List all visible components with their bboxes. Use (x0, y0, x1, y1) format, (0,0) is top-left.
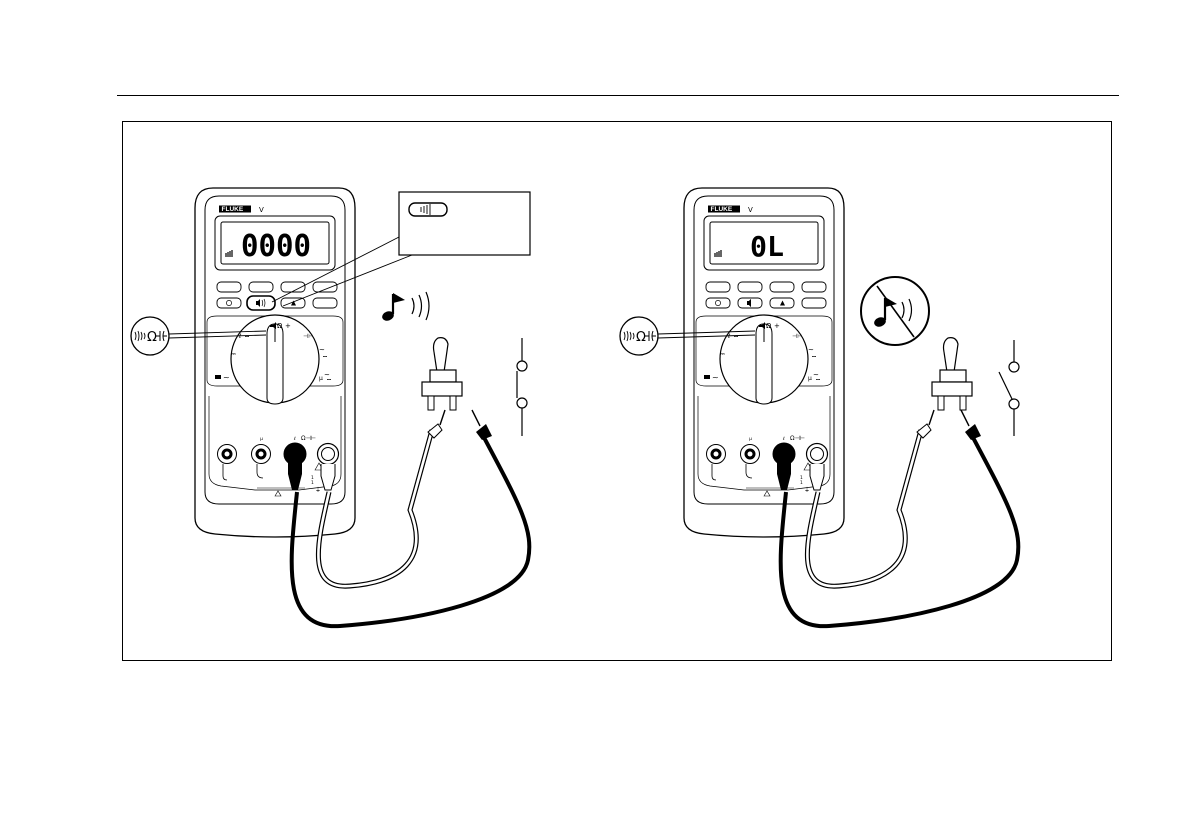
right-scene: FLUKE V 0L Ω (620, 188, 1019, 626)
left-brand-label: FLUKE (222, 206, 244, 213)
right-switch-schematic-open (999, 340, 1019, 436)
music-note-no-sound-icon (861, 277, 929, 345)
right-brand-label: FLUKE (711, 206, 733, 213)
right-display-reading: 0L (750, 230, 784, 263)
left-ohm-symbol: Ω (147, 330, 157, 345)
left-scene: FLUKE V 0000 Ω (131, 188, 530, 626)
left-beeper-button (247, 296, 275, 310)
right-ohm-callout: Ω (620, 317, 658, 355)
right-multimeter: FLUKE V 0L (684, 188, 844, 537)
left-switch-schematic-closed (517, 338, 527, 436)
left-ohm-callout: Ω (131, 317, 169, 355)
left-multimeter: FLUKE V 0000 (195, 188, 355, 537)
right-ohm-symbol: Ω (636, 330, 646, 345)
right-model-mark: V (748, 206, 753, 214)
left-toggle-switch (422, 338, 462, 410)
left-display-reading: 0000 (241, 229, 311, 264)
left-model-mark: V (259, 206, 264, 214)
music-note-sound-icon (381, 292, 429, 322)
right-toggle-switch (932, 338, 972, 410)
